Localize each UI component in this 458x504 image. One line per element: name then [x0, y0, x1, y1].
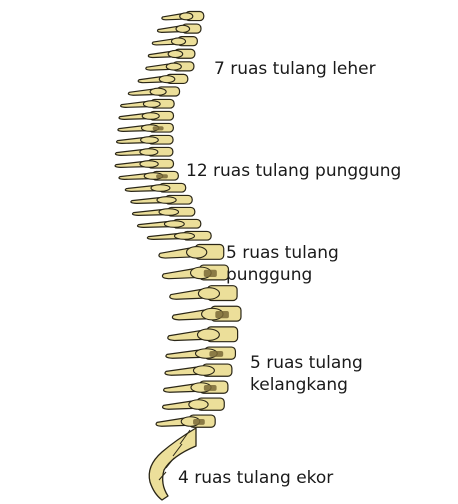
vertebra-cervical [137, 73, 189, 85]
label-sacral-line2: kelangkang [250, 375, 348, 395]
vertebra-sacral [155, 414, 216, 428]
vertebra-lumbar [161, 264, 230, 281]
label-cervical: 7 ruas tulang leher [214, 59, 376, 79]
coccyx-segment-line [172, 443, 183, 457]
coccyx-segment-line [179, 429, 191, 445]
vertebra-cervical [147, 48, 196, 59]
vertebra-sacral [163, 380, 229, 394]
vertebra-lumbar [169, 285, 238, 302]
vertebra-thoracic [114, 146, 174, 157]
vertebral-column [114, 10, 242, 428]
label-lumbar-line1: 5 ruas tulang [226, 243, 339, 263]
label-sacral-line1: 5 ruas tulang [250, 353, 363, 373]
vertebra-thoracic [117, 122, 174, 133]
coccyx-segment-line [165, 457, 175, 469]
vertebra-thoracic [146, 230, 212, 241]
vertebra-thoracic [118, 110, 175, 121]
vertebra-thoracic [114, 158, 175, 169]
coccyx-curve [148, 427, 197, 501]
vertebra-cervical [145, 61, 195, 72]
label-lumbar: 5 ruas tulang punggung [226, 242, 339, 286]
vertebra-thoracic [120, 98, 175, 109]
vertebra-thoracic [124, 182, 187, 193]
vertebra-thoracic [131, 206, 196, 217]
vertebra-lumbar [171, 305, 242, 322]
vertebra-cervical [127, 86, 181, 97]
label-lumbar-line2: punggung [226, 265, 313, 285]
vertebra-lumbar [158, 243, 225, 260]
vertebra-thoracic [136, 218, 202, 229]
label-coccyx: 4 ruas tulang ekor [178, 468, 334, 488]
coccyx-bone [148, 427, 197, 501]
vertebra-sacral [165, 346, 237, 360]
vertebra-cervical [161, 10, 205, 22]
coccyx-segment-line [158, 471, 167, 481]
label-thoracic: 12 ruas tulang punggung [186, 161, 402, 181]
vertebra-thoracic [116, 134, 174, 145]
label-sacral: 5 ruas tulang kelangkang [250, 352, 363, 396]
vertebra-lumbar [167, 326, 239, 343]
vertebra-thoracic [130, 194, 193, 205]
vertebra-sacral [164, 363, 233, 377]
vertebra-cervical [156, 23, 202, 34]
vertebra-sacral [161, 397, 225, 411]
vertebra-cervical [151, 36, 198, 47]
vertebra-thoracic [118, 170, 179, 181]
